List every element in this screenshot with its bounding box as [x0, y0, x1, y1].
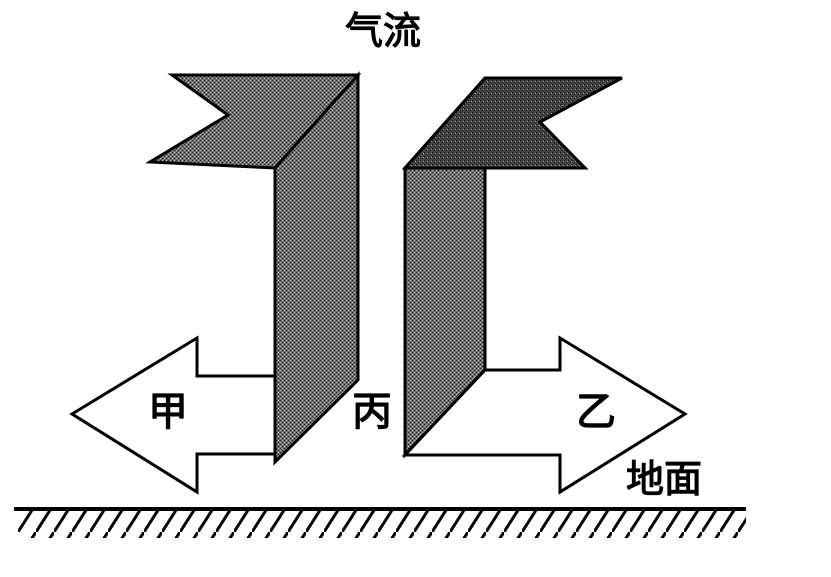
bing-label: 丙: [352, 389, 392, 435]
left-descending-flow: [144, 71, 362, 466]
ground-label: 地面: [626, 457, 703, 501]
right-descending-flow: [401, 76, 623, 459]
left-flow-top: [144, 73, 362, 170]
airflow-label: 气流: [345, 9, 422, 53]
right-flow-top: [401, 76, 623, 170]
yi-label: 乙: [576, 389, 616, 435]
arrow-left-jia: [69, 335, 277, 495]
ground: [14, 507, 746, 538]
left-flow-side: [273, 71, 360, 466]
arrow-right-yi: [401, 335, 688, 495]
jia-label: 甲: [148, 389, 188, 435]
